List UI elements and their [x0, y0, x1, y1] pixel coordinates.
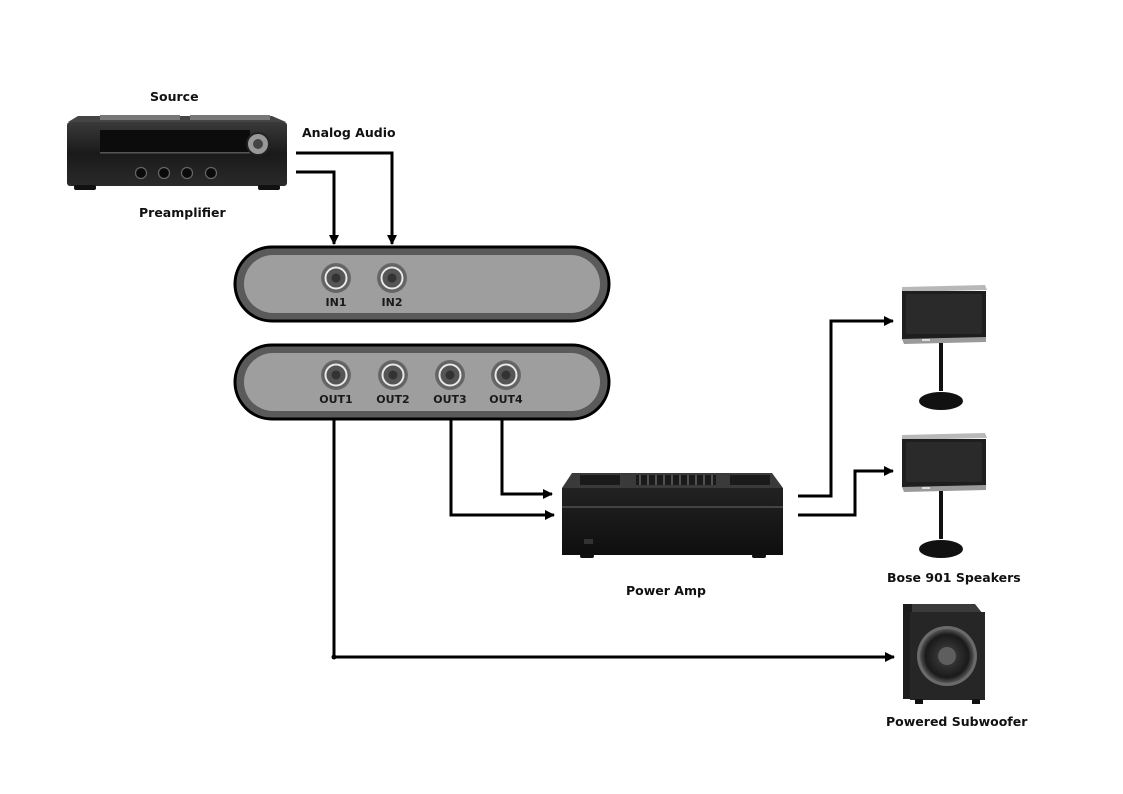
speaker-wires: [798, 316, 894, 517]
power-amp-device: [562, 473, 783, 558]
source-label: Source: [150, 89, 199, 104]
jack-out1[interactable]: [321, 360, 351, 390]
jack-out3[interactable]: [435, 360, 465, 390]
speaker-upper: [902, 285, 987, 410]
wire-amp-to-upper-speaker: [798, 316, 894, 498]
output-box: [233, 343, 611, 421]
jack-label-in1: IN1: [325, 296, 347, 309]
wire-amp-to-lower-speaker: [798, 466, 894, 517]
subwoofer-device: [903, 604, 985, 704]
jack-label-out2: OUT2: [376, 393, 410, 406]
wire-out4-to-power-amp: [500, 420, 553, 499]
input-box: [233, 245, 611, 323]
analog-audio-label: Analog Audio: [302, 125, 396, 140]
preamplifier-label: Preamplifier: [139, 205, 226, 220]
speaker-lower: [902, 433, 987, 558]
jack-label-out4: OUT4: [489, 393, 523, 406]
speakers-label: Bose 901 Speakers: [887, 570, 1021, 585]
jack-out2[interactable]: [378, 360, 408, 390]
preamplifier-device: [67, 115, 287, 190]
jack-label-out3: OUT3: [433, 393, 467, 406]
subwoofer-label: Powered Subwoofer: [886, 714, 1028, 729]
jack-label-in2: IN2: [381, 296, 403, 309]
analog-audio-wires: [296, 151, 397, 245]
jack-label-out1: OUT1: [319, 393, 353, 406]
jack-in1[interactable]: [321, 263, 351, 293]
wire-preamp-to-in1: [296, 170, 339, 245]
wire-preamp-to-in2: [296, 151, 397, 245]
jack-out4[interactable]: [491, 360, 521, 390]
wire-junction-dot: [331, 654, 337, 660]
wire-out3-to-power-amp: [449, 420, 555, 520]
jack-in2[interactable]: [377, 263, 407, 293]
power-amp-label: Power Amp: [626, 583, 706, 598]
